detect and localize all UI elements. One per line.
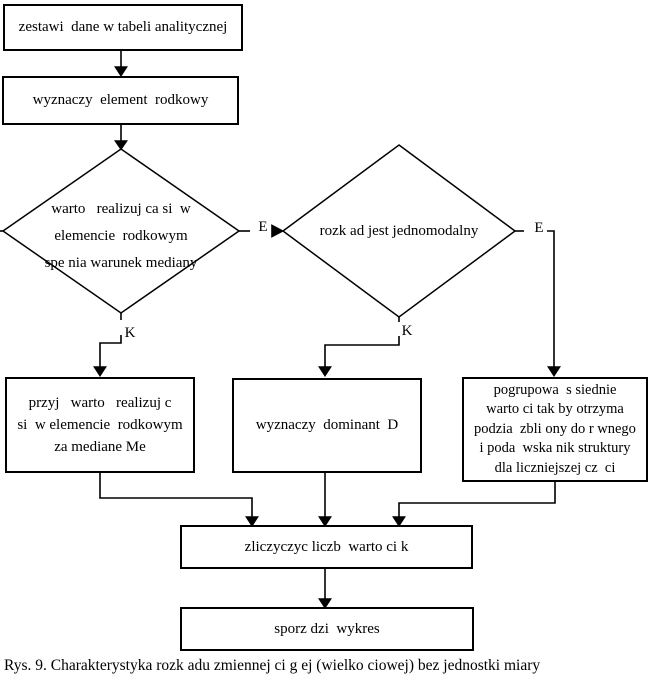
branch-label-unimodal-yes: K: [401, 323, 413, 339]
arrowhead-down-icon: [114, 66, 128, 77]
median-condition-diamond-text: warto realizuj ca si w elemencie rodkowy…: [44, 201, 198, 271]
collect-data-box: zestawi dane w tabeli analitycznej: [3, 4, 243, 51]
count-values-box: zliczyczyc liczb warto ci k: [180, 525, 473, 569]
arrowhead-down-icon: [113, 140, 129, 151]
unimodal-diamond-text: rozk ad jest jednomodalny: [319, 222, 479, 239]
arrowhead-down-icon: [245, 516, 259, 527]
arrowhead-down-icon: [547, 366, 561, 377]
arrowhead-down-icon: [318, 598, 332, 609]
branch-label-median-no: E: [258, 219, 268, 235]
figure-caption: Rys. 9. Charakterystyka rozk adu zmienne…: [4, 657, 541, 674]
branch-label-unimodal-no: E: [534, 220, 544, 236]
middle-element-box: wyznaczy element rodkowy: [2, 76, 239, 125]
connector-accept-to-count: [99, 473, 253, 517]
arrowhead-down-icon: [318, 516, 332, 527]
connector-unimodal-yes-to-dominant: [324, 336, 400, 367]
accept-median-box: przyj warto realizuj c si w elemencie ro…: [5, 377, 195, 473]
arrowhead-right-icon: [271, 224, 285, 238]
arrowhead-down-icon: [318, 366, 332, 377]
dominant-box: wyznaczy dominant D: [232, 378, 422, 473]
arrowhead-down-icon: [392, 516, 406, 527]
connector-median-yes-to-accept: [99, 335, 122, 367]
arrowhead-down-icon: [93, 366, 107, 377]
connector-group-to-count: [398, 482, 556, 517]
branch-label-median-yes: K: [124, 325, 136, 341]
make-chart-box: sporz dzi wykres: [180, 607, 474, 651]
connector-unimodal-no-to-group: [547, 230, 555, 367]
group-values-box: pogrupowa s siednie warto ci tak by otrz…: [462, 377, 648, 482]
